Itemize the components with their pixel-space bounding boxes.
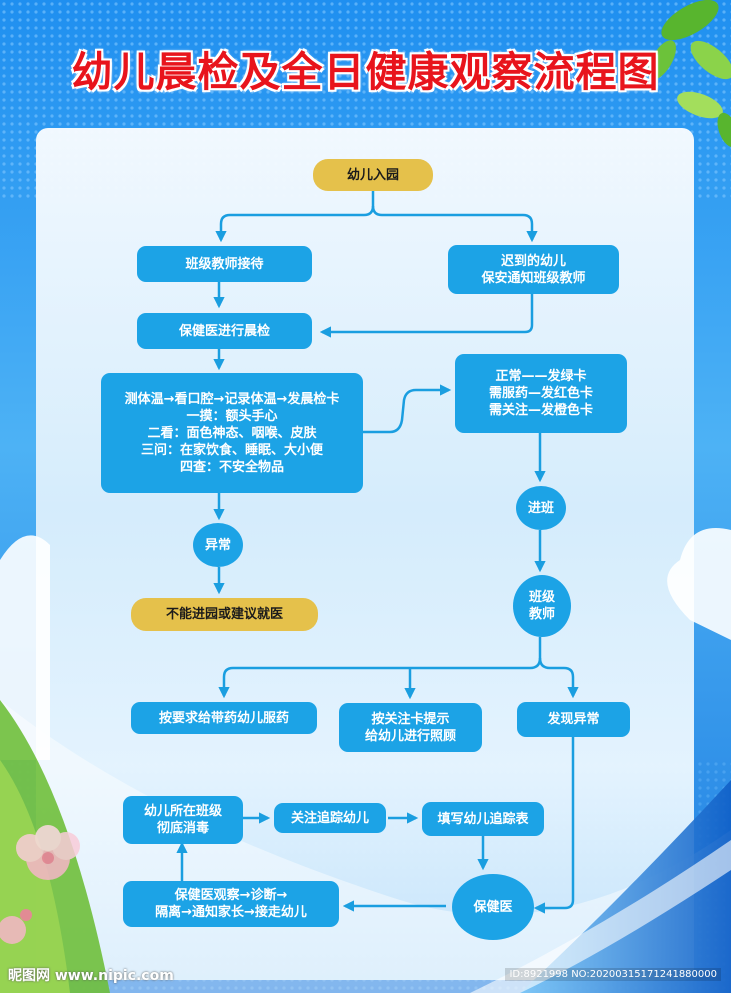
watermark-left: 昵图网 www.nipic.com <box>8 968 174 984</box>
node-attention-care: 按关注卡提示给幼儿进行照顾 <box>339 703 482 752</box>
node-text-line: 需关注—发橙色卡 <box>488 403 593 418</box>
node-text-line: 关注追踪幼儿 <box>290 810 369 826</box>
node-text-line: 保安通知班级教师 <box>481 270 586 286</box>
node-check-steps: 测体温→看口腔→记录体温→发晨检卡一摸：额头手心二看：面色神态、咽喉、皮肤三问：… <box>101 373 363 493</box>
node-text-line: 按关注卡提示 <box>371 711 450 727</box>
node-abnormal: 异常 <box>193 523 243 567</box>
node-text-line: 异常 <box>204 537 231 553</box>
node-class-teacher: 班级教师 <box>513 575 571 637</box>
node-text-line: 幼儿所在班级 <box>143 804 222 819</box>
node-text-line: 给幼儿进行照顾 <box>364 728 456 744</box>
node-text-line: 彻底消毒 <box>156 821 209 836</box>
node-fill-form: 填写幼儿追踪表 <box>422 802 544 836</box>
node-text-line: 需服药—发红色卡 <box>488 386 593 401</box>
node-disinfect: 幼儿所在班级彻底消毒 <box>123 796 243 844</box>
node-late-child: 迟到的幼儿保安通知班级教师 <box>448 245 619 294</box>
node-text-line: 四查：不安全物品 <box>179 459 284 475</box>
node-text-line: 保健医观察→诊断→ <box>174 888 288 903</box>
node-text-line: 三问：在家饮食、睡眠、大小便 <box>140 442 323 458</box>
node-track: 关注追踪幼儿 <box>274 803 386 833</box>
node-medicine: 按要求给带药幼儿服药 <box>131 702 317 734</box>
node-found-abnormal: 发现异常 <box>517 702 630 737</box>
page-title: 幼儿晨检及全日健康观察流程图 <box>71 48 660 96</box>
node-text-line: 班级 <box>528 590 555 605</box>
node-text-line: 迟到的幼儿 <box>500 253 566 269</box>
node-text-line: 测体温→看口腔→记录体温→发晨检卡 <box>124 391 340 407</box>
node-text-line: 正常——发绿卡 <box>495 369 587 384</box>
watermark-right: ID:8921998 NO:20200315171241880000 <box>505 968 721 981</box>
node-health-doctor: 保健医 <box>452 874 534 940</box>
node-cards: 正常——发绿卡需服药—发红色卡需关注—发橙色卡 <box>455 354 627 433</box>
node-text-line: 保健医进行晨检 <box>178 323 270 339</box>
node-text-line: 幼儿入园 <box>346 167 399 183</box>
node-text-line: 一摸：额头手心 <box>186 408 278 424</box>
node-text-line: 保健医 <box>473 899 513 915</box>
node-text-line: 按要求给带药幼儿服药 <box>158 710 289 726</box>
node-text-line: 进班 <box>527 500 554 516</box>
node-text-line: 填写幼儿追踪表 <box>437 811 529 827</box>
node-teacher-reception: 班级教师接待 <box>137 246 312 282</box>
node-text-line: 二看：面色神态、咽喉、皮肤 <box>147 425 317 441</box>
node-no-entry: 不能进园或建议就医 <box>131 598 318 631</box>
node-doctor-check: 保健医进行晨检 <box>137 313 312 349</box>
node-text-line: 不能进园或建议就医 <box>165 607 283 622</box>
node-text-line: 隔离→通知家长→接走幼儿 <box>155 905 307 920</box>
node-enter-class: 进班 <box>516 486 566 530</box>
node-text-line: 发现异常 <box>547 712 600 727</box>
node-text-line: 班级教师接待 <box>185 256 264 272</box>
node-enter: 幼儿入园 <box>313 159 433 191</box>
node-text-line: 教师 <box>528 607 555 622</box>
node-observe: 保健医观察→诊断→ 隔离→通知家长→接走幼儿 <box>123 881 339 927</box>
